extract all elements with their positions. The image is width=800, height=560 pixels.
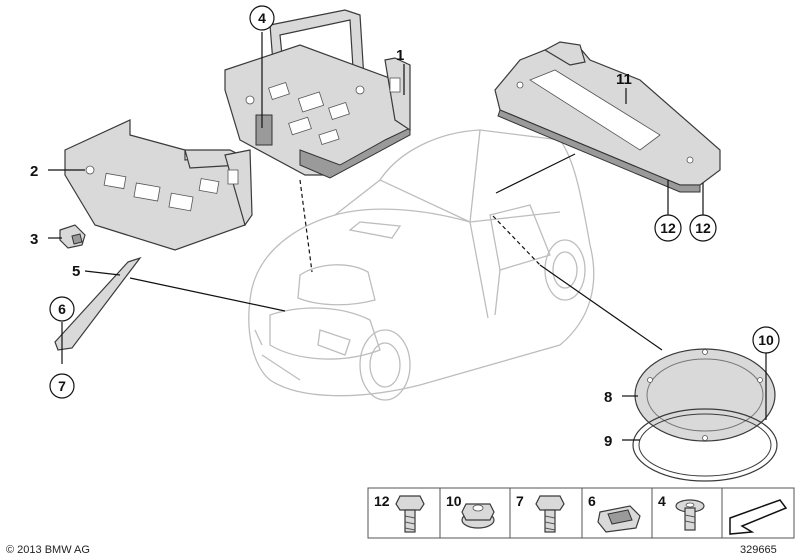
callout-6: 6	[58, 301, 66, 317]
callout-11: 11	[616, 71, 632, 88]
callout-3: 3	[30, 231, 38, 248]
hex-bolt-icon	[395, 495, 425, 533]
callout-12a: 12	[660, 220, 676, 236]
callout-4-circle: 4	[249, 5, 275, 31]
callout-6-circle: 6	[49, 296, 75, 322]
copyright-text: © 2013 BMW AG	[6, 544, 90, 556]
battery-base-bracket	[64, 119, 253, 251]
leader-lines	[48, 32, 767, 441]
arrow-icon	[729, 499, 788, 535]
legend-label-2: 10	[446, 493, 462, 509]
callout-9: 9	[604, 433, 612, 450]
bolt-icon	[535, 495, 565, 533]
diagram-id: 329665	[740, 544, 777, 556]
callout-12a-circle: 12	[654, 214, 682, 242]
torx-screw-icon	[675, 499, 705, 531]
callout-10: 10	[758, 332, 774, 348]
flange-nut-icon	[461, 503, 495, 529]
callout-7: 7	[58, 378, 66, 394]
legend-label-3: 7	[516, 493, 524, 509]
vehicle-outline	[248, 129, 595, 401]
legend-label-4: 6	[588, 493, 596, 509]
round-cover	[634, 348, 776, 442]
legend-label-5: 4	[658, 493, 666, 509]
callout-7-circle: 7	[49, 373, 75, 399]
cover-plate	[494, 41, 721, 193]
clip-nut-icon	[597, 505, 641, 533]
callout-12b: 12	[695, 220, 711, 236]
callout-12b-circle: 12	[689, 214, 717, 242]
fastener-legend: 12 10 7 6 4	[367, 487, 795, 539]
callout-8: 8	[604, 389, 612, 406]
round-gasket	[632, 408, 778, 482]
callout-10-circle: 10	[752, 326, 780, 354]
callout-4: 4	[258, 10, 266, 26]
callout-1: 1	[396, 47, 404, 64]
legend-label-1: 12	[374, 493, 390, 509]
clip-part	[59, 224, 86, 249]
battery-tray-bracket	[224, 9, 411, 179]
callout-2: 2	[30, 163, 38, 180]
strap-part	[54, 256, 142, 351]
callout-5: 5	[72, 263, 80, 280]
